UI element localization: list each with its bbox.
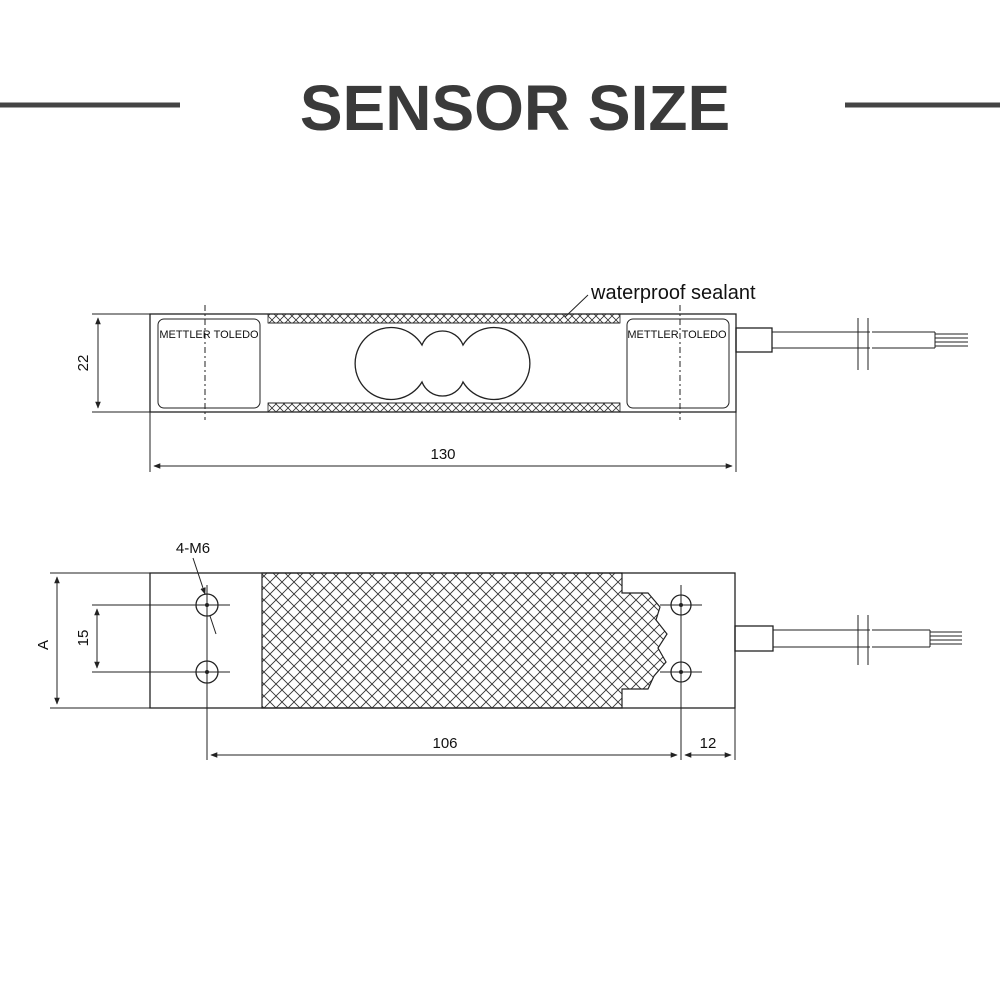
cable-top	[734, 615, 962, 665]
dim-hole-spacing-15: 15	[75, 604, 185, 673]
dim-hole-span-106: 106	[210, 735, 678, 758]
dim-end-offset-label: 12	[700, 735, 717, 752]
brand-text-right: METTLER TOLEDO	[627, 329, 727, 341]
dim-length-130: 130	[149, 412, 737, 472]
strain-cutout	[354, 326, 531, 401]
dim-hole-spacing-label: 15	[75, 630, 92, 647]
dim-width-a: A	[35, 572, 150, 709]
sealant-strip-bottom	[267, 402, 621, 413]
gauge-area	[261, 572, 668, 709]
page-title: SENSOR SIZE	[300, 72, 730, 144]
dim-length-label: 130	[430, 446, 455, 463]
side-view: METTLER TOLEDO METTLER TOLEDO waterproof…	[75, 282, 968, 472]
cable-side	[735, 318, 968, 370]
label-panel-right	[626, 318, 730, 409]
brand-text-left: METTLER TOLEDO	[159, 329, 259, 341]
header: SENSOR SIZE	[0, 72, 1000, 144]
dim-width-label: A	[35, 640, 52, 650]
label-panel-left	[157, 318, 261, 409]
thread-callout: 4-M6	[176, 540, 217, 635]
dim-height-22: 22	[75, 313, 150, 413]
sealant-leader	[564, 294, 589, 318]
dim-height-label: 22	[75, 355, 92, 372]
sealant-label: waterproof sealant	[590, 282, 756, 304]
dim-end-offset-12: 12	[684, 708, 736, 760]
dim-hole-span-label: 106	[432, 735, 457, 752]
hole-label: 4-M6	[176, 540, 210, 557]
top-view: 4-M6 A 15	[35, 540, 962, 760]
